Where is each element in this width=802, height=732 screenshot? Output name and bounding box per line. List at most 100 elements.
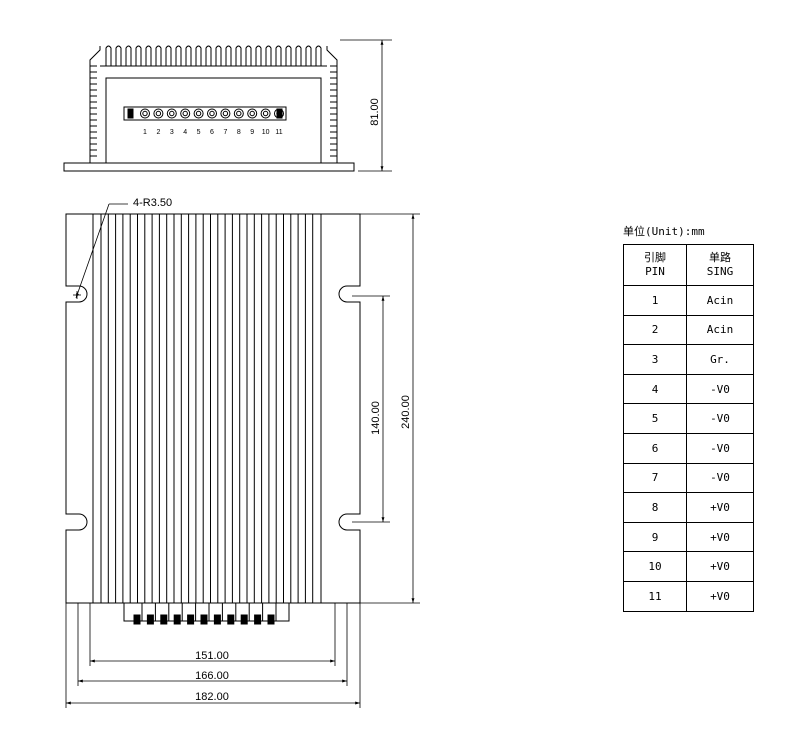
fin [265, 45, 272, 66]
pin-cell: 3 [623, 344, 687, 375]
fin [245, 45, 252, 66]
fin [135, 45, 142, 66]
pin-cell: 2 [623, 314, 687, 346]
table-row: 7-V0 [623, 462, 754, 494]
pin-lead [240, 614, 248, 625]
right-side-fins [330, 65, 337, 157]
terminal-screw-head [155, 110, 162, 117]
width-dim-166: 166.00 [195, 670, 229, 682]
signal-cell: -V0 [686, 432, 754, 464]
base-flange [63, 162, 355, 172]
signal-cell: Gr. [686, 344, 754, 375]
signal-header-en: SING [706, 265, 734, 278]
pin-cell: 9 [623, 521, 687, 553]
terminal-screw [140, 108, 150, 119]
pin-number: 1 [143, 129, 147, 136]
fin [185, 45, 192, 66]
width-dim-182: 182.00 [195, 691, 229, 703]
length-dimension [360, 213, 420, 604]
signal-cell: Acin [686, 285, 754, 316]
fin [205, 45, 212, 66]
table-row: 4-V0 [623, 373, 754, 405]
pin-cell: 4 [623, 373, 687, 405]
fin [155, 45, 162, 66]
fin [285, 45, 292, 66]
pin-lead [267, 614, 275, 625]
pin-cell: 5 [623, 403, 687, 434]
fin [115, 45, 122, 66]
fin [145, 45, 152, 66]
inner-cavity [105, 77, 322, 164]
terminal-screw [220, 108, 231, 119]
pin-header-cn: 引脚 [644, 251, 666, 264]
body-fins [100, 214, 314, 603]
pin-number: 4 [183, 129, 187, 136]
fin [165, 45, 172, 66]
terminal-screw [180, 108, 191, 119]
signal-cell: +V0 [686, 580, 754, 612]
top-view [65, 213, 361, 625]
signal-cell: -V0 [686, 403, 754, 434]
pin-column-header: 引脚 PIN [623, 244, 687, 286]
bottom-pins [133, 603, 277, 625]
top-fins [105, 45, 322, 66]
pin-lead [254, 614, 262, 625]
terminal-screw-head [249, 110, 255, 117]
pin-cell: 7 [623, 462, 687, 494]
terminal-screw [274, 108, 284, 119]
pin-number: 9 [250, 129, 254, 136]
signal-cell: Acin [686, 314, 754, 346]
heatsink-footprint [92, 213, 322, 604]
signal-cell: -V0 [686, 373, 754, 405]
pin-lead [146, 614, 154, 625]
fin [125, 45, 132, 66]
fin [195, 45, 202, 66]
terminal-screw-head [276, 110, 282, 117]
terminal-screw-head [169, 110, 175, 117]
terminal-screw-head [182, 110, 188, 117]
terminal-screw-head [222, 110, 229, 117]
pin-cell: 1 [623, 285, 687, 316]
side-view [63, 45, 355, 172]
fin [255, 45, 262, 66]
terminal-screw [166, 108, 177, 119]
signal-column-header: 单路 SING [686, 244, 754, 286]
pin-header-en: PIN [645, 265, 665, 278]
width-dim-151: 151.00 [195, 650, 229, 662]
table-row: 6-V0 [623, 432, 754, 464]
pin-cell: 6 [623, 432, 687, 464]
pin-lead [187, 614, 195, 625]
pin-number: 3 [170, 129, 174, 136]
pin-lead [173, 614, 181, 625]
unit-caption: 单位(Unit):mm [623, 225, 705, 238]
heatsink-sides [89, 46, 338, 163]
fin [275, 45, 282, 66]
slot-spacing-label: 140.00 [370, 401, 382, 435]
pin-number: 2 [156, 129, 160, 136]
height-dim-label: 81.00 [369, 98, 381, 126]
pin-lead [160, 614, 168, 625]
pin-number: 6 [210, 129, 214, 136]
fin [305, 45, 312, 66]
terminal-screw [207, 108, 217, 119]
fin [175, 45, 182, 66]
table-row: 8+V0 [623, 492, 754, 523]
pin-number: 11 [275, 129, 282, 136]
height-dimension [340, 39, 392, 172]
terminal-screw-head [209, 110, 215, 117]
terminal-screw [153, 108, 164, 119]
base-plate-outline [65, 213, 361, 604]
pin-table-header-row: 引脚 PIN 单路 SING [623, 244, 754, 286]
terminal-screw [233, 108, 244, 119]
table-row: 9+V0 [623, 521, 754, 553]
terminal-screw [247, 108, 258, 119]
terminal-screw [260, 108, 271, 119]
pin-number: 5 [197, 129, 201, 136]
fin [105, 45, 112, 66]
fin [295, 45, 302, 66]
slot-spacing-dimension [352, 295, 390, 523]
